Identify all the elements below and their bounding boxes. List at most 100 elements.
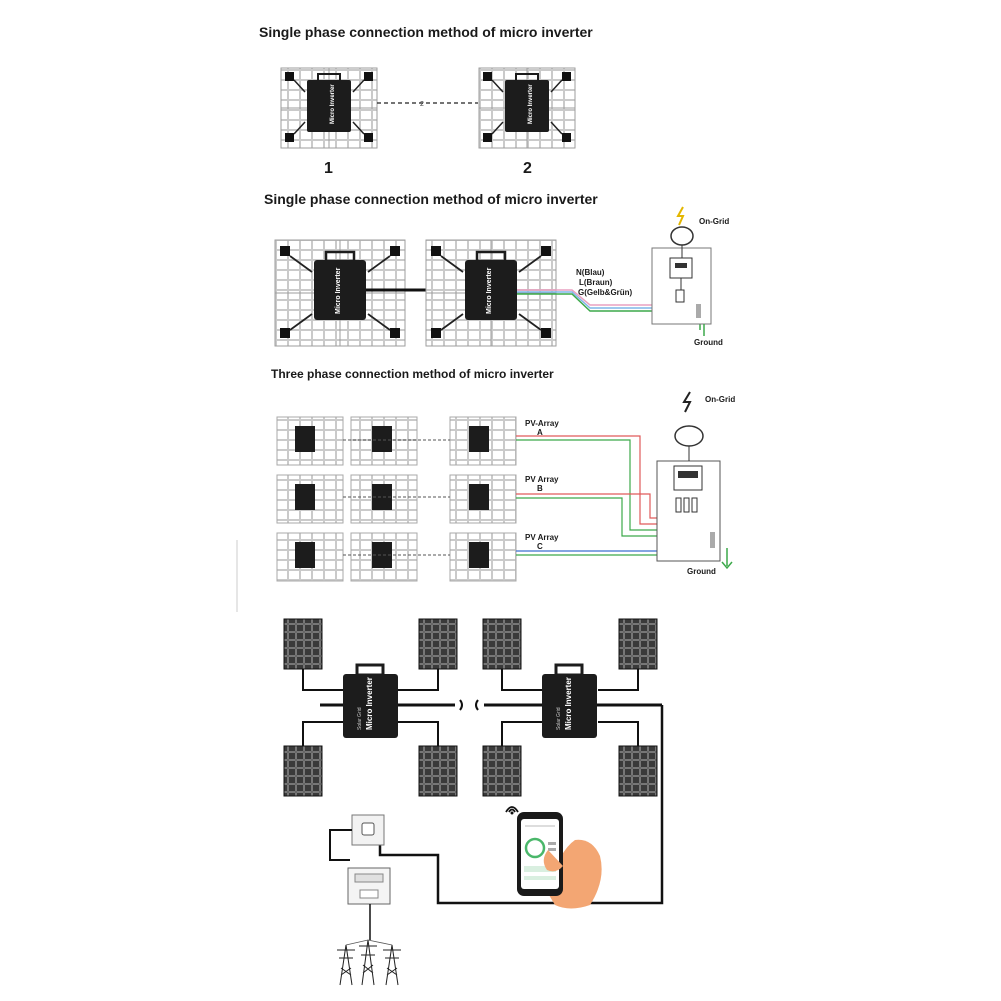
junction-box-icon	[483, 133, 492, 142]
junction-box-icon	[285, 72, 294, 81]
app-stat-row	[548, 842, 556, 845]
micro-inverter-icon	[295, 426, 315, 452]
micro-inverter-icon	[295, 484, 315, 510]
junction-box-icon	[431, 328, 441, 338]
ground-label-3: Ground	[687, 567, 716, 576]
junction-box-icon	[541, 246, 551, 256]
grid-connection-icon	[670, 226, 694, 246]
pv-array-c-letter: C	[537, 542, 543, 551]
terminal-block	[710, 532, 715, 548]
junction-box-icon	[562, 133, 571, 142]
meter-terminal	[359, 889, 379, 899]
breaker-icon	[675, 497, 682, 513]
micro-inverter-icon	[505, 80, 549, 132]
inverter-handle	[317, 73, 341, 82]
pv-array-b-label: PV Array	[525, 475, 559, 484]
ground-arrow-icon	[721, 548, 733, 570]
solar-panel	[618, 745, 658, 797]
micro-inverter-icon	[469, 542, 489, 568]
pv-array-b-row	[276, 474, 517, 524]
junction-box-icon	[364, 133, 373, 142]
solar-panel	[618, 618, 658, 670]
solar-panel	[418, 745, 458, 797]
inverter-number-1: 1	[324, 160, 333, 177]
phase-a-wire	[516, 435, 681, 525]
inverter-number-2: 2	[523, 160, 532, 177]
section-3-group	[236, 391, 733, 612]
cable-break-icon	[459, 699, 479, 711]
section-2-group: Micro Inverter Micro Inverter	[274, 206, 712, 347]
on-grid-label-2: On-Grid	[699, 217, 730, 226]
pv-array-a-label: PV-Array	[525, 419, 559, 428]
inverter-brand-text: Micro Inverter	[365, 677, 374, 730]
on-grid-label-3: On-Grid	[705, 395, 736, 404]
inverter-handle	[475, 250, 507, 263]
micro-inverter-icon	[295, 542, 315, 568]
ground-wire-label: G(Gelb&Grün)	[578, 288, 633, 297]
micro-inverter-icon	[469, 484, 489, 510]
meter-screen	[678, 471, 698, 478]
neutral-wire	[517, 291, 690, 309]
dc-cable	[293, 79, 365, 135]
inverter-handle	[515, 73, 539, 82]
inverter-brand-subtext: Solar Grid	[556, 707, 562, 730]
pv-array-c-row	[276, 532, 517, 582]
section-4-group: Micro Inverter Solar Grid Micro Inverter…	[283, 618, 664, 986]
pv-array-b-letter: B	[537, 484, 543, 493]
solar-panel	[283, 745, 323, 797]
meter-screen	[354, 873, 384, 883]
inverter-handle	[355, 663, 385, 677]
junction-box-icon	[280, 328, 290, 338]
micro-inverter-icon	[372, 542, 392, 568]
breaker-icon	[683, 497, 690, 513]
transmission-tower-icon	[337, 939, 401, 986]
power-gauge-icon	[524, 837, 546, 859]
ac-output-cable	[378, 705, 664, 905]
breaker-icon	[691, 497, 698, 513]
pv-array-a-row	[276, 416, 517, 466]
neutral-wire-label: N(Blau)	[576, 268, 605, 277]
inverter-unit-2: Micro Inverter	[478, 67, 576, 149]
lightning-icon	[682, 391, 692, 413]
dc-cable	[501, 669, 639, 746]
inverter-handle	[554, 663, 584, 677]
house-cable	[329, 829, 352, 861]
inverter-brand-text: Micro Inverter	[528, 84, 534, 124]
terminal-block	[696, 304, 701, 318]
inverter-unit-s2-1: Micro Inverter	[274, 239, 406, 347]
micro-inverter-icon	[542, 674, 597, 738]
junction-box-icon	[280, 246, 290, 256]
live-wire	[517, 289, 675, 306]
grid-connection-icon	[674, 425, 704, 447]
junction-box-icon	[390, 246, 400, 256]
inverter-brand-subtext: Solar Grid	[357, 707, 363, 730]
section-2-title: Single phase connection method of micro …	[264, 191, 598, 207]
dc-cable	[440, 255, 542, 331]
meter-screen	[675, 263, 687, 268]
junction-box-icon	[541, 328, 551, 338]
socket-face	[361, 822, 375, 836]
inverter-brand-text: Micro Inverter	[564, 677, 573, 730]
wifi-dot	[510, 811, 514, 815]
dc-cable	[289, 255, 391, 331]
pv-array-a-letter: A	[537, 428, 543, 437]
section-3-title: Three phase connection method of micro i…	[271, 367, 554, 381]
junction-box-icon	[483, 72, 492, 81]
micro-inverter-icon	[372, 484, 392, 510]
inverter-handle	[324, 250, 356, 263]
app-chart-area	[524, 866, 556, 872]
junction-box-icon	[364, 72, 373, 81]
live-wire-label: L(Braun)	[579, 278, 613, 287]
app-stat-bar	[524, 876, 556, 880]
solar-panel	[418, 618, 458, 670]
inverter-brand-text: Micro Inverter	[486, 267, 493, 314]
junction-box-icon	[285, 133, 294, 142]
micro-inverter-icon	[372, 426, 392, 452]
solar-panel	[482, 745, 522, 797]
junction-box-icon	[390, 328, 400, 338]
breaker-icon	[675, 289, 685, 303]
inverter-brand-text: Micro Inverter	[330, 84, 336, 124]
pv-array-c-label: PV Array	[525, 533, 559, 542]
micro-inverter-icon	[465, 260, 517, 320]
